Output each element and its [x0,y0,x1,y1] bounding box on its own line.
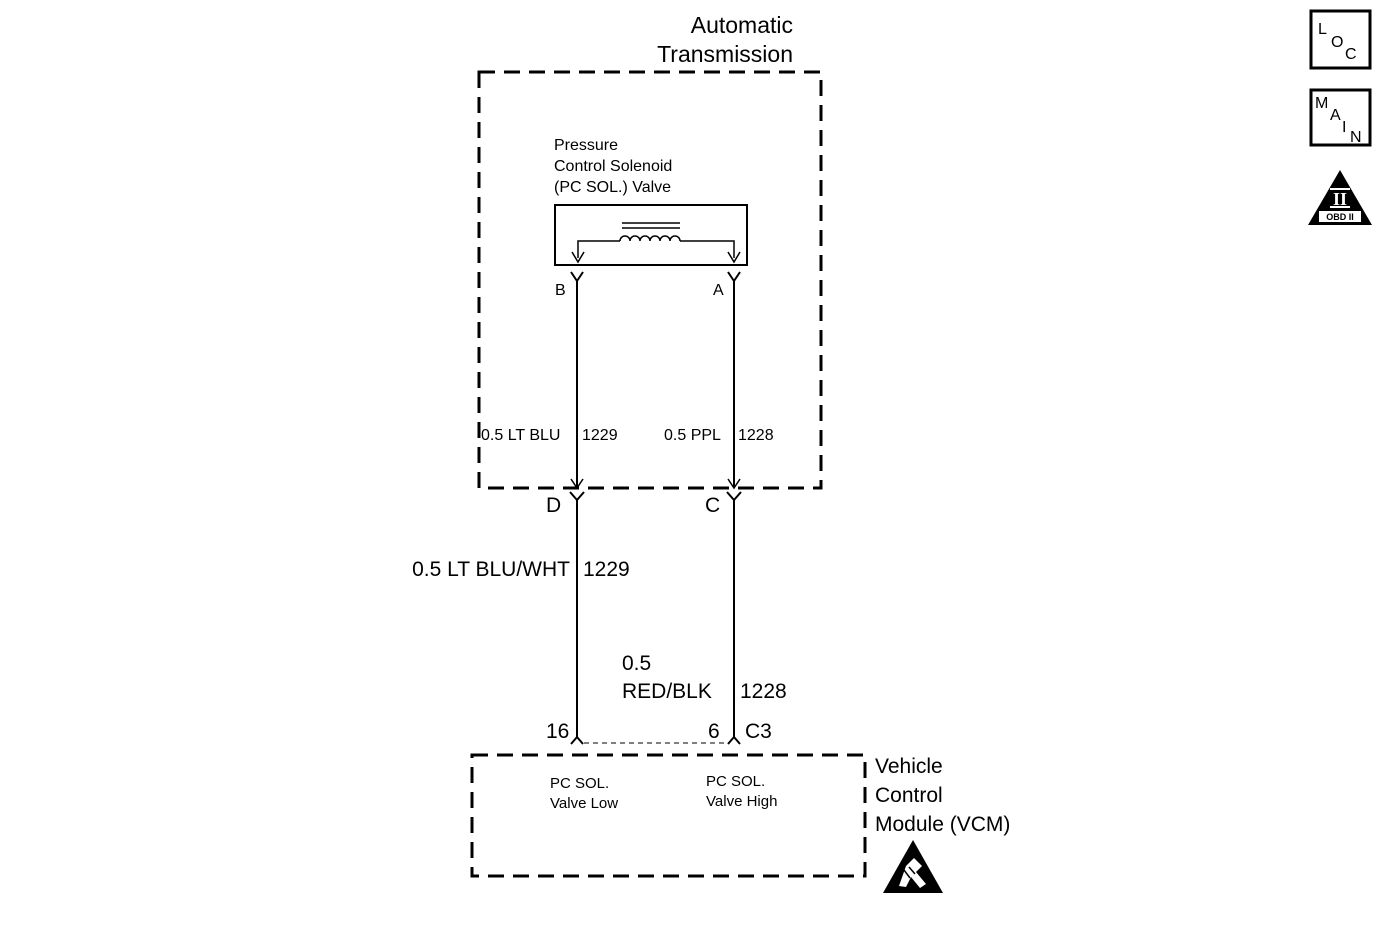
pin-c-connector-icon [726,491,742,502]
vcm-high-line2: Valve High [706,793,777,810]
pin-a-label: A [713,282,724,299]
loc-letter-o: O [1331,34,1343,51]
pin-6-connector-icon [727,735,741,745]
vcm-pin-16-label: 16 [546,720,569,743]
wire-1229-arrow-icon [570,478,584,490]
loc-letter-c: C [1345,46,1357,63]
transmission-title-line1: Automatic [691,12,793,38]
pin-d-label: D [546,494,561,517]
loc-letter-l: L [1318,21,1327,38]
pin-b-label: B [555,282,566,299]
pin-c-label: C [705,494,720,517]
vcm-pin-6-label: 6 [708,720,720,743]
esd-warning-icon [883,840,943,893]
vcm-low-line2: Valve Low [550,795,618,812]
obd-label: OBD II [1326,212,1354,222]
transmission-box [477,70,823,490]
solenoid-coil-icon [554,204,748,266]
vcm-box [470,753,867,878]
main-letter-i: I [1342,119,1346,136]
main-letter-n: N [1350,129,1362,146]
harness-right-wire-circuit: 1228 [740,680,787,703]
pin-a-connector-icon [727,271,741,283]
wire-right-internal-label: 0.5 PPL [664,427,721,444]
wire-left-internal-label: 0.5 LT BLU [481,427,560,444]
harness-right-wire-color: RED/BLK [622,680,712,703]
vcm-low-line1: PC SOL. [550,775,609,792]
wire-right-internal-circuit: 1228 [738,427,774,444]
vcm-title-line1: Vehicle [875,755,943,778]
harness-right-wire-gauge: 0.5 [622,652,651,675]
pin-d-connector-icon [569,491,585,502]
vcm-high-line1: PC SOL. [706,773,765,790]
harness-left-wire-circuit: 1229 [583,558,630,581]
obd-ii-icon[interactable]: II OBD II [1308,170,1372,225]
wire-1228-arrow-icon [727,478,741,490]
main-letter-m: M [1315,95,1328,112]
vcm-title-line2: Control [875,784,943,807]
obd-roman-numeral: II [1333,189,1347,209]
solenoid-label-line3: (PC SOL.) Valve [554,179,671,196]
main-icon[interactable]: M A I N [1309,88,1372,147]
loc-icon[interactable]: L O C [1309,9,1372,70]
main-letter-a: A [1330,107,1341,124]
vcm-title-line3: Module (VCM) [875,813,1010,836]
pin-b-connector-icon [570,271,584,283]
solenoid-label-line2: Control Solenoid [554,158,672,175]
pin-16-connector-icon [570,735,584,745]
transmission-title-line2: Transmission [657,41,793,67]
solenoid-label-line1: Pressure [554,137,618,154]
vcm-connector-id: C3 [745,720,772,743]
wire-left-internal-circuit: 1229 [582,427,618,444]
harness-left-wire-label: 0.5 LT BLU/WHT [412,558,570,581]
